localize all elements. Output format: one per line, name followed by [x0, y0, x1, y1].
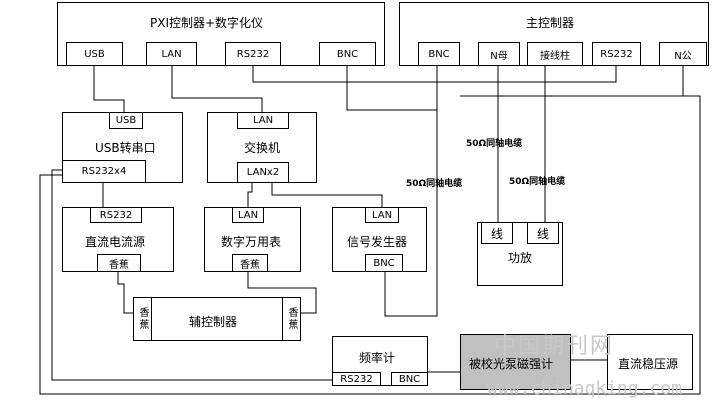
usb-serial-port-usb: USB [109, 112, 143, 129]
aux-port-banana-right: 香蕉 [282, 297, 301, 341]
cable-label-2: 50Ω同轴电缆 [406, 179, 463, 189]
dc-source-port-banana: 香蕉 [97, 254, 141, 272]
wire-lan [171, 65, 263, 112]
wire-lanx2-b [271, 182, 383, 208]
wire-banana-2 [247, 271, 317, 314]
multimeter-port-banana: 香蕉 [232, 254, 268, 272]
main-port-n-female: N母 [478, 42, 520, 66]
usb-serial-port-rs232x4: RS232x4 [62, 160, 146, 183]
wire-bnc-pxi [346, 65, 437, 111]
cable-label-3: 50Ω同轴电缆 [509, 177, 566, 187]
switch-port-lan: LAN [237, 112, 289, 129]
freq-port-rs232: RS232 [332, 372, 381, 386]
wire-rs232-bus [252, 65, 617, 83]
device-under-test: 被校光泵磁强计 [460, 334, 571, 390]
main-port-n-male: N公 [659, 42, 707, 66]
wire-n-gong [460, 65, 684, 97]
pxi-port-bnc: BNC [319, 42, 376, 66]
main-port-bnc: BNC [418, 42, 460, 66]
wire-banana-1 [117, 271, 133, 314]
switch-title: 交换机 [244, 141, 281, 155]
multimeter-port-lan: LAN [232, 207, 264, 223]
main-controller-title: 主控制器 [526, 16, 575, 30]
dut-title: 被校光泵磁强计 [469, 357, 554, 371]
dc-source-title: 直流电流源 [85, 235, 146, 249]
sig-gen-port-lan: LAN [365, 207, 399, 223]
multimeter-title: 数字万用表 [221, 235, 282, 249]
wire-sig-bnc [384, 65, 438, 317]
sig-gen-port-bnc: BNC [365, 254, 403, 272]
main-port-rs232: RS232 [592, 42, 641, 66]
wire-rs232x4-c [39, 95, 701, 395]
amplifier-port-wire-1: 线 [481, 222, 513, 244]
watermark-url: www.chinaqking.com [487, 378, 683, 399]
pxi-port-lan: LAN [146, 42, 197, 66]
aux-port-banana-left: 香蕉 [133, 297, 152, 341]
usb-serial-title: USB转串口 [95, 141, 156, 155]
wire-rs232x4-b [51, 169, 332, 381]
freq-port-bnc: BNC [391, 372, 428, 386]
dc-reg-title: 直流稳压源 [618, 357, 679, 371]
dc-regulated-source: 直流稳压源 [607, 334, 693, 390]
pxi-port-usb: USB [66, 42, 123, 66]
watermark-cn: 中国期刊网 [494, 334, 615, 359]
wire-lanx2-a [247, 182, 253, 208]
amplifier-title: 功放 [508, 251, 533, 265]
freq-counter-title: 频率计 [359, 351, 396, 365]
amplifier-port-wire-2: 线 [527, 222, 559, 244]
main-port-terminal: 接线柱 [527, 42, 583, 66]
dc-source-port-rs232: RS232 [90, 207, 142, 223]
cable-label-1: 50Ω同轴电缆 [466, 139, 523, 149]
pxi-title: PXI控制器+数字化仪 [150, 16, 264, 30]
pxi-port-rs232: RS232 [225, 42, 281, 66]
sig-gen-title: 信号发生器 [347, 235, 408, 249]
switch-port-lanx2: LANx2 [237, 162, 289, 183]
aux-controller-title: 辅控制器 [189, 315, 238, 329]
aux-controller: 辅控制器 [133, 297, 301, 341]
wire-usb [93, 65, 125, 112]
